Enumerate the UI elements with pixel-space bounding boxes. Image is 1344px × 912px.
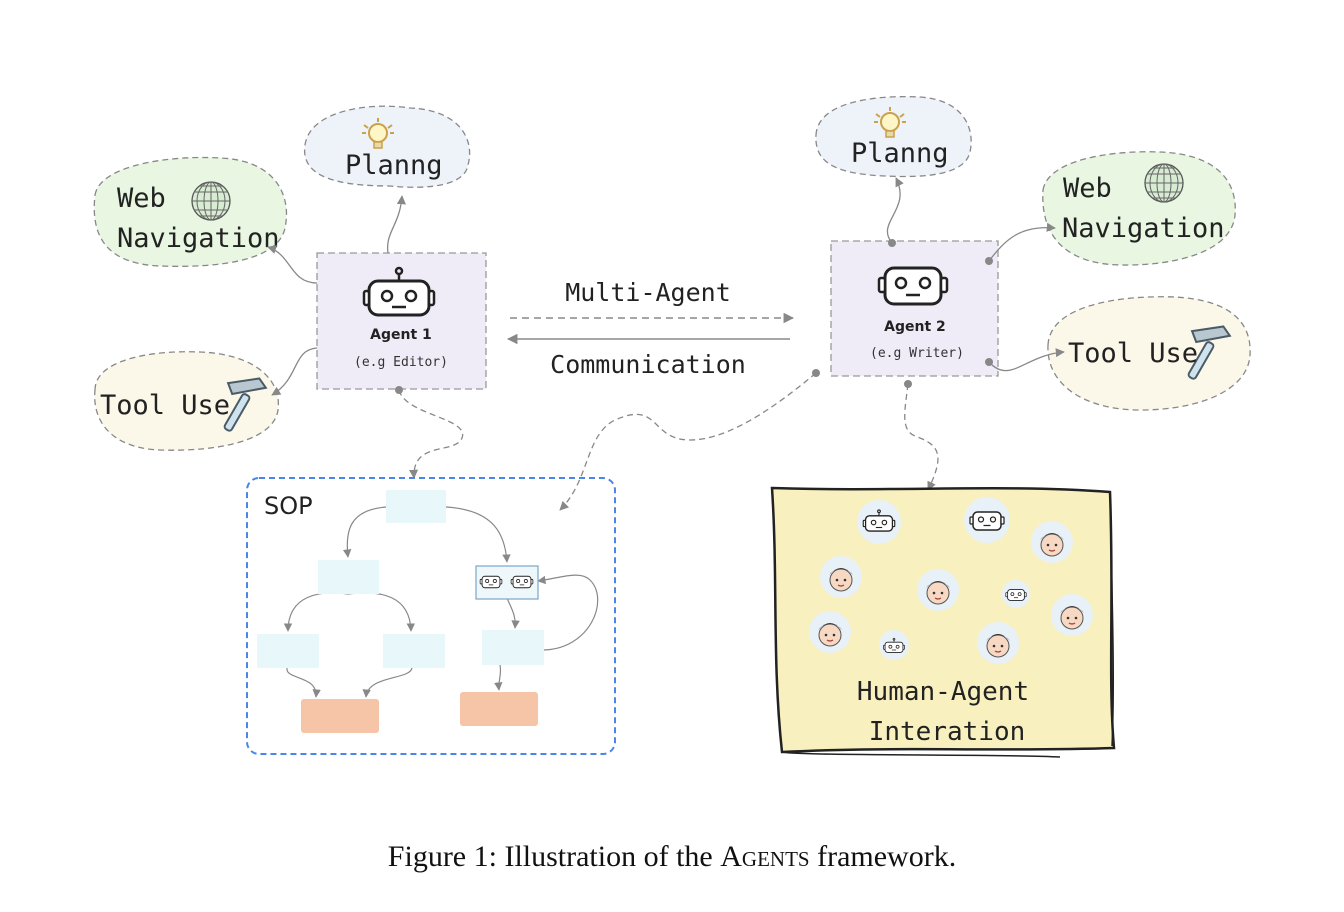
robot-avatar [879, 630, 909, 660]
tool-use-bubble-agent2: Tool Use [1047, 296, 1251, 411]
agent2-box: Agent 2 (e.g Writer) [830, 240, 999, 377]
sop-panel: SOP [246, 477, 616, 755]
planning-label: Planng [345, 150, 443, 181]
agent1-role: (e.g Editor) [354, 355, 448, 370]
sop-step-box [383, 634, 445, 668]
sop-end-box [460, 692, 538, 726]
tool-use-label: Tool Use [100, 390, 230, 421]
web-label-line2: Navigation [1062, 213, 1225, 244]
caption-framework-name: Agents [720, 840, 810, 873]
planning-label: Planng [851, 138, 949, 169]
caption-suffix: framework. [809, 840, 957, 873]
human-avatar [1050, 593, 1094, 637]
web-navigation-bubble-agent2: Web Navigation [1042, 151, 1236, 266]
human-agent-label-line1: Human-Agent [857, 677, 1029, 707]
human-avatar [976, 621, 1020, 665]
planning-bubble-agent1: Planng [304, 105, 471, 188]
human-agent-panel: Human-Agent Interation [770, 486, 1116, 758]
caption-prefix: Figure 1: Illustration of the [387, 840, 721, 873]
human-avatar [819, 555, 863, 599]
agent1-box: Agent 1 (e.g Editor) [316, 252, 487, 390]
robot-avatar [857, 500, 901, 544]
sop-step-box [386, 490, 446, 523]
tool-use-label: Tool Use [1068, 338, 1198, 369]
robot-avatar [1002, 580, 1030, 608]
human-avatar [808, 610, 852, 654]
sop-step-box [318, 560, 379, 594]
web-label-line2: Navigation [117, 223, 280, 254]
human-avatar [1030, 520, 1074, 564]
connectors [267, 177, 1065, 511]
robot-icon [877, 266, 949, 306]
sop-step-box [482, 630, 544, 665]
sop-end-box [301, 699, 379, 733]
agent2-name: Agent 2 [884, 319, 946, 335]
planning-bubble-agent2: Planng [815, 96, 972, 178]
robot-icon [479, 575, 503, 589]
web-label-line1: Web [117, 183, 166, 214]
figure-caption: Figure 1: Illustration of the Agents fra… [0, 840, 1344, 874]
tool-use-bubble-agent1: Tool Use [94, 351, 280, 451]
globe-icon [191, 181, 231, 221]
communication-link: Multi-Agent Communication [506, 278, 795, 379]
robot-icon [510, 575, 534, 589]
sop-step-box [257, 634, 319, 668]
web-label-line1: Web [1063, 173, 1112, 204]
agent1-name: Agent 1 [370, 327, 432, 343]
communication-label-bottom: Communication [550, 350, 746, 379]
globe-icon [1144, 163, 1184, 203]
robot-avatar [964, 497, 1010, 543]
human-avatar [916, 568, 960, 612]
sop-label: SOP [264, 492, 313, 520]
human-agent-label-line2: Interation [869, 717, 1026, 747]
communication-label-top: Multi-Agent [565, 278, 731, 307]
web-navigation-bubble-agent1: Web Navigation [93, 156, 288, 267]
agent2-role: (e.g Writer) [870, 346, 964, 361]
